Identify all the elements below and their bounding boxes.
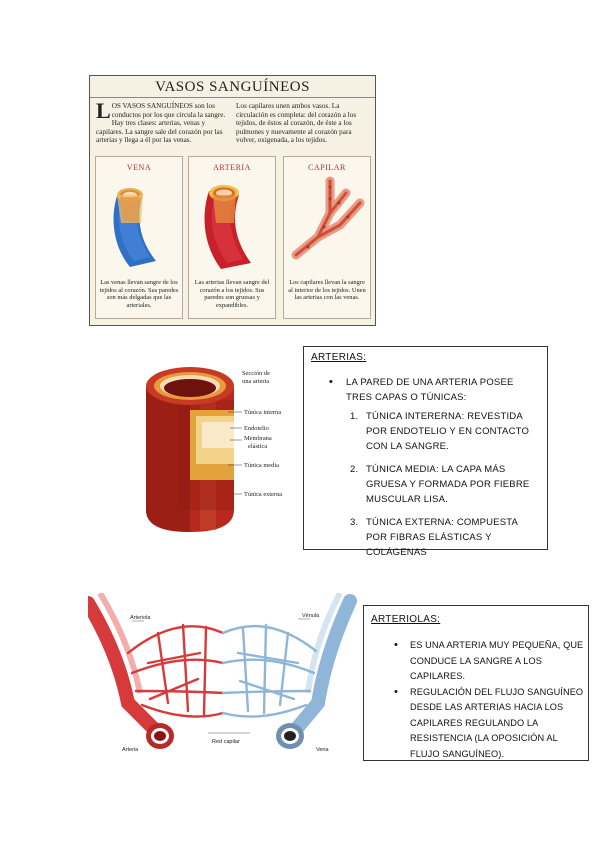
poster-intro-right: Los capilares unen ambos vasos. La circu… bbox=[236, 102, 357, 145]
artery-section-diagram: Sección de una arteria Túnica interna En… bbox=[146, 367, 282, 532]
poster-title: VASOS SANGUÍNEOS bbox=[90, 76, 375, 98]
panel-caption-vena: Las venas llevan sangre de los tejidos a… bbox=[99, 279, 179, 309]
arterias-bullet: LA PARED DE UNA ARTERIA POSEE TRES CAPAS… bbox=[329, 375, 541, 405]
label-tunica-interna: Túnica interna bbox=[244, 409, 281, 416]
intro-left-text: OS VASOS SANGUÍNEOS son los conductos po… bbox=[96, 102, 226, 145]
capillary-illustration bbox=[291, 176, 365, 260]
arterias-heading: ARTERIAS: bbox=[311, 352, 367, 363]
vasos-sanguineos-poster: VASOS SANGUÍNEOS L OS VASOS SANGUÍNEOS s… bbox=[89, 75, 376, 326]
label-endotelio: Endotelio bbox=[244, 425, 269, 432]
label-vena: Vena bbox=[316, 747, 329, 753]
panel-vena: VENA Las venas llevan sangre de los teji… bbox=[95, 156, 183, 319]
label-red-capilar: Red capilar bbox=[212, 739, 240, 745]
panel-title-arteria: ARTERIA bbox=[213, 163, 251, 172]
panel-capilar: CAPILAR Los capilares llevan la sangre a… bbox=[283, 156, 371, 319]
panel-caption-capilar: Los capilares llevan la sangre al interi… bbox=[288, 279, 366, 302]
label-arteria: Arteria bbox=[122, 747, 139, 753]
arteriolas-bullet-1: ES UNA ARTERIA MUY PEQUEÑA, QUE CONDUCE … bbox=[394, 638, 585, 685]
label-venula: Vénula bbox=[302, 613, 320, 619]
arterias-item-2: 2. TÚNICA MEDIA: LA CAPA MÁS GRUESA Y FO… bbox=[350, 464, 530, 505]
arteriolas-bullet-2: REGULACIÓN DEL FLUJO SANGUÍNEO DESDE LAS… bbox=[394, 685, 585, 763]
panel-caption-arteria: Las arterias llevan sangre del corazón a… bbox=[194, 279, 270, 309]
label-membrana-1: Membrana bbox=[244, 435, 272, 442]
label-tunica-media: Túnica media bbox=[244, 462, 279, 469]
vein-illustration bbox=[113, 188, 156, 267]
label-seccion-1: Sección de bbox=[242, 370, 270, 377]
artery-illustration bbox=[204, 185, 251, 269]
arterias-textbox: ARTERIAS: LA PARED DE UNA ARTERIA POSEE … bbox=[303, 346, 548, 558]
dropcap: L bbox=[96, 98, 111, 123]
arterias-item-3: 3. TÚNICA EXTERNA: COMPUESTA POR FIBRAS … bbox=[350, 517, 518, 558]
panel-title-capilar: CAPILAR bbox=[308, 163, 346, 172]
label-seccion-2: una arteria bbox=[242, 378, 269, 385]
arteriolas-heading: ARTERIOLAS: bbox=[371, 614, 441, 625]
arterias-item-1: 1. TÚNICA INTERERNA: REVESTIDA POR ENDOT… bbox=[350, 411, 530, 452]
arteriolas-textbox: ARTERIOLAS: ES UNA ARTERIA MUY PEQUEÑA, … bbox=[363, 605, 589, 761]
panel-arteria: ARTERIA Las arterias llevan sangre del c… bbox=[188, 156, 276, 319]
label-membrana-2: elástica bbox=[248, 443, 267, 450]
poster-intro-left: L OS VASOS SANGUÍNEOS son los conductos … bbox=[96, 98, 232, 145]
label-tunica-externa: Túnica externa bbox=[244, 491, 282, 498]
capillary-network-diagram: Arteriola Vénula Arteria Vena Red capila… bbox=[88, 593, 357, 753]
panel-title-vena: VENA bbox=[126, 163, 152, 172]
label-arteriola: Arteriola bbox=[130, 615, 151, 621]
